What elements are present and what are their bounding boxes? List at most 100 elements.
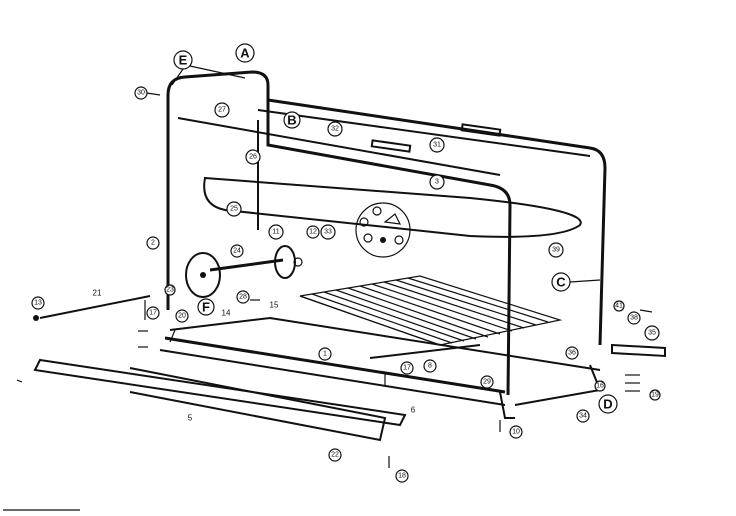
- label-A: A: [235, 43, 255, 63]
- callout-34: 34: [576, 409, 590, 423]
- svg-text:33: 33: [324, 229, 332, 236]
- spit-axle: [209, 258, 284, 272]
- callout-30: 30: [134, 86, 148, 100]
- svg-text:1: 1: [323, 351, 327, 358]
- svg-text:20: 20: [178, 313, 186, 320]
- svg-text:32: 32: [331, 126, 339, 133]
- bottom-rail-front: [164, 336, 506, 394]
- top-rail-right-upright: [267, 98, 607, 346]
- svg-text:38: 38: [630, 315, 638, 322]
- callout-29: 29: [480, 375, 494, 389]
- svg-text:22: 22: [331, 452, 339, 459]
- svg-text:14: 14: [222, 309, 231, 318]
- label-B: B: [283, 111, 301, 129]
- rod-6: [369, 344, 481, 359]
- callout-26: 26: [245, 149, 261, 165]
- frame-structure: [159, 70, 607, 419]
- top-handles: [370, 123, 502, 153]
- top-rail-rear: [257, 109, 591, 157]
- shelf-body: [203, 176, 582, 238]
- right-foot: [499, 391, 515, 419]
- label-C: C: [551, 272, 601, 292]
- callout-39: 39: [548, 242, 564, 258]
- spit-wheel-hub: [200, 272, 206, 278]
- callout-5: 5: [188, 414, 193, 423]
- svg-text:30: 30: [137, 90, 145, 97]
- label-D: D: [598, 394, 618, 414]
- callout-16: 16: [594, 380, 606, 392]
- svg-text:8: 8: [428, 363, 432, 370]
- loose-parts: [3, 91, 666, 511]
- spit-wheel-rear: [274, 245, 296, 279]
- svg-text:34: 34: [579, 413, 587, 420]
- svg-text:12: 12: [309, 229, 317, 236]
- callout-14: 14: [222, 309, 231, 318]
- callout-13: 13: [31, 296, 45, 310]
- callout-12: 12: [306, 225, 320, 239]
- shelf-tray: [203, 176, 582, 238]
- callout-18: 18: [395, 469, 409, 483]
- label-F: F: [197, 298, 215, 316]
- callout-2: 2: [146, 236, 160, 250]
- callout-10: 10: [509, 425, 523, 439]
- svg-text:28: 28: [239, 294, 247, 301]
- detail-inset-circle: [355, 202, 411, 258]
- handle-31-left: [370, 139, 412, 153]
- svg-text:23: 23: [166, 287, 174, 294]
- svg-text:C: C: [556, 275, 566, 290]
- right-front-upright: [266, 140, 512, 396]
- callout-11: 11: [268, 224, 284, 240]
- svg-text:11: 11: [272, 229, 279, 236]
- rod-21: [39, 295, 151, 319]
- svg-text:D: D: [603, 397, 612, 412]
- svg-text:3: 3: [435, 179, 439, 186]
- svg-text:6: 6: [411, 406, 416, 415]
- svg-text:41: 41: [615, 303, 623, 310]
- callout-3: 3: [429, 174, 445, 190]
- svg-text:B: B: [287, 113, 296, 128]
- bottom-rail-rear: [169, 316, 601, 371]
- bracket-35: [611, 343, 666, 358]
- svg-text:24: 24: [233, 248, 241, 255]
- svg-text:5: 5: [188, 414, 193, 423]
- callout-25: 25: [226, 201, 242, 217]
- svg-text:15: 15: [270, 301, 279, 310]
- callout-32: 32: [327, 121, 343, 137]
- svg-text:17: 17: [149, 310, 157, 317]
- bottom-rail-lower: [159, 349, 506, 406]
- side-board-22: [129, 367, 387, 442]
- bottom-bracket-left: [169, 329, 176, 343]
- svg-text:36: 36: [568, 350, 576, 357]
- svg-text:31: 31: [433, 142, 441, 149]
- callout-41: 41: [613, 300, 625, 312]
- callout-19: 19: [649, 389, 661, 401]
- svg-text:18: 18: [398, 473, 406, 480]
- callout-15: 15: [270, 301, 279, 310]
- callout-33: 33: [320, 224, 336, 240]
- callout-17a: 17: [146, 306, 160, 320]
- svg-text:E: E: [179, 53, 188, 68]
- svg-text:2: 2: [151, 240, 155, 247]
- svg-text:16: 16: [596, 383, 604, 390]
- callout-24: 24: [230, 244, 244, 258]
- svg-text:A: A: [240, 46, 250, 61]
- side-board-long: [33, 358, 407, 427]
- svg-text:29: 29: [483, 379, 491, 386]
- handle-31-right: [460, 123, 502, 137]
- callout-28: 28: [236, 290, 250, 304]
- svg-text:26: 26: [249, 154, 257, 161]
- callout-22: 22: [328, 448, 342, 462]
- svg-text:10: 10: [512, 429, 520, 436]
- svg-text:17: 17: [403, 365, 411, 372]
- svg-text:F: F: [202, 300, 210, 315]
- label-E: E: [171, 50, 246, 86]
- svg-text:21: 21: [93, 289, 102, 298]
- callout-38: 38: [627, 311, 641, 325]
- spit-wheel-assembly: [185, 245, 303, 298]
- right-base-connector: [514, 364, 602, 406]
- svg-text:19: 19: [651, 392, 659, 399]
- svg-text:25: 25: [230, 206, 238, 213]
- left-front-upright: [166, 70, 270, 310]
- callout-35: 35: [644, 325, 660, 341]
- detail-inset: [355, 202, 411, 258]
